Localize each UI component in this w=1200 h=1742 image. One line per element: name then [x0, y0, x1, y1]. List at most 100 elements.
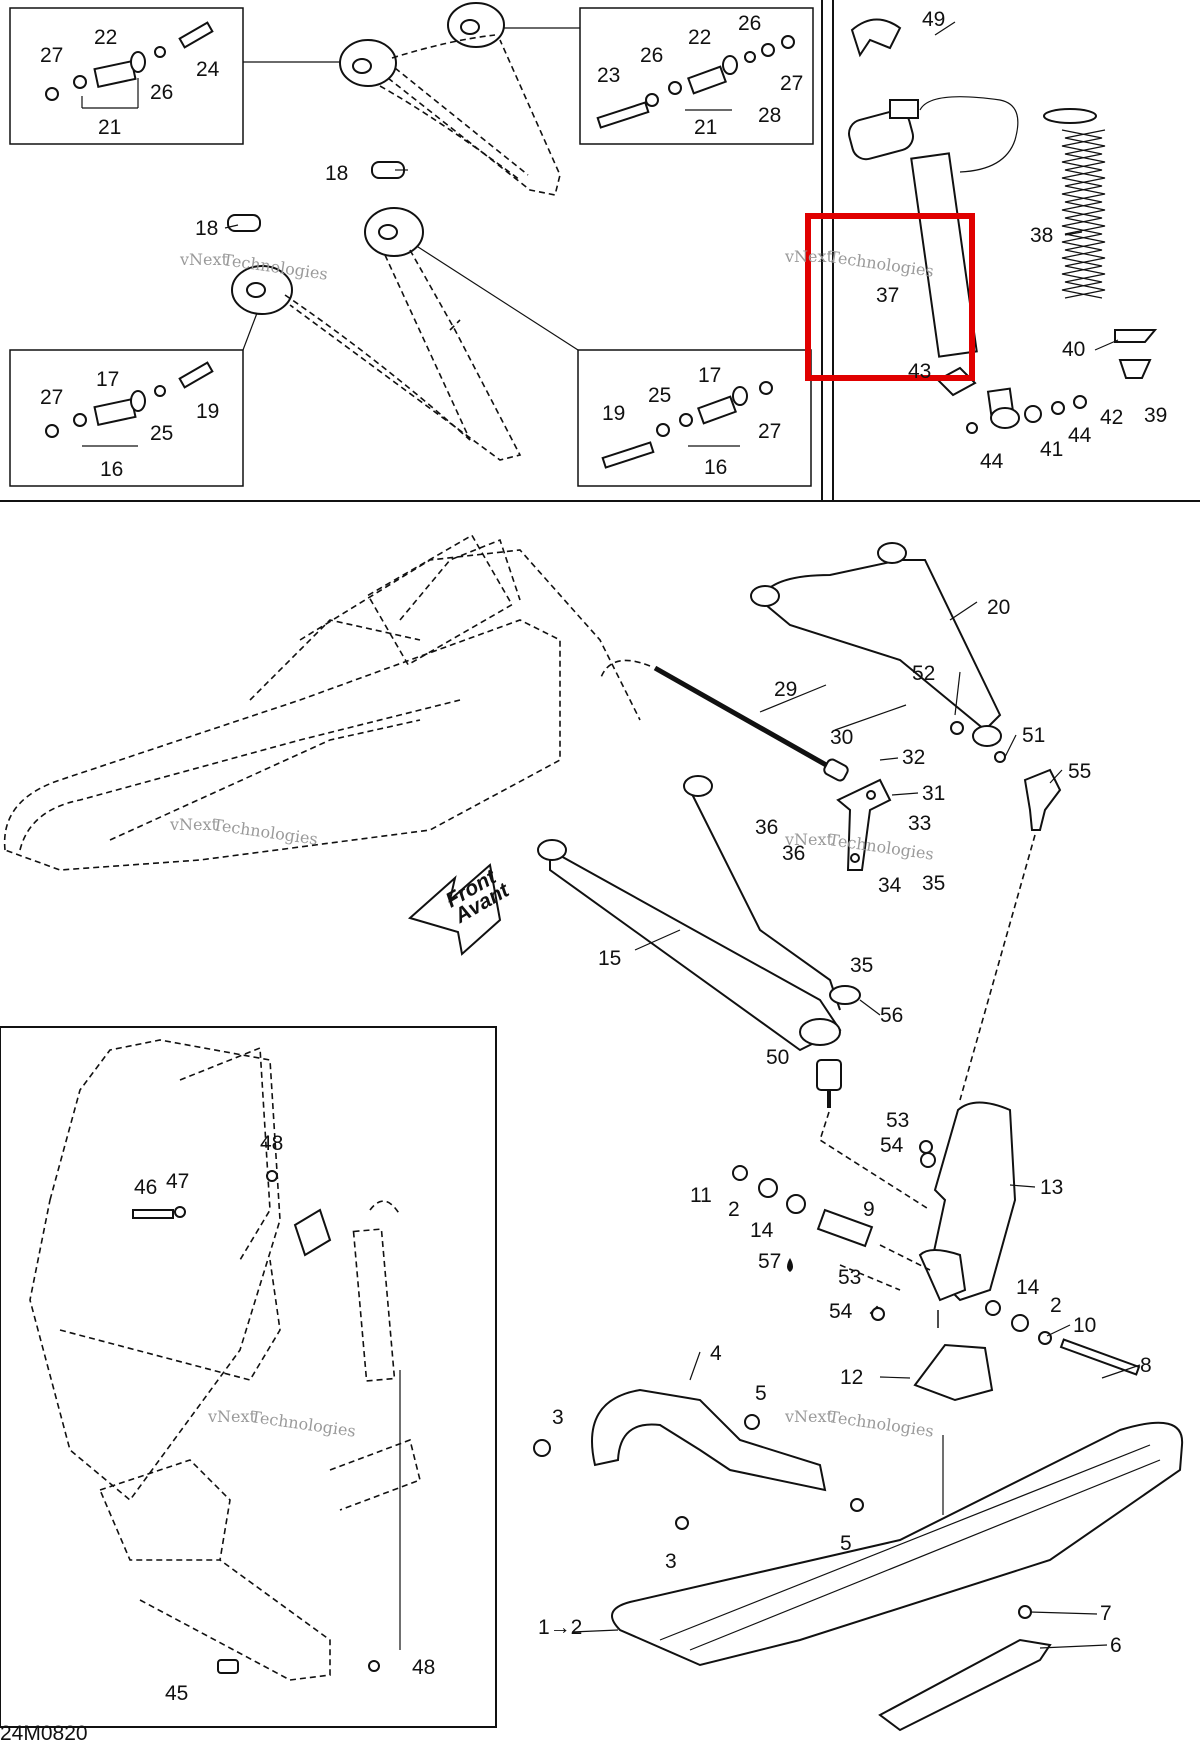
ski-handle-4: [533, 1388, 864, 1530]
callout-31: 31: [922, 782, 945, 805]
callout-25: 25: [150, 422, 173, 445]
ball-joint-parts: [816, 721, 1062, 1108]
callout-35: 35: [922, 872, 945, 895]
tie-rod-29: [599, 659, 849, 782]
inset-front-suspension-drawing: [29, 1039, 421, 1681]
callout-39: 39: [1144, 404, 1167, 427]
svg-text:vNext: vNext: [784, 247, 834, 266]
callout-36: 36: [782, 842, 805, 865]
callout-4: 4: [710, 1342, 722, 1365]
callout-53: 53: [838, 1266, 861, 1289]
svg-text:Technologies: Technologies: [827, 830, 935, 864]
callout-34: 34: [878, 874, 902, 897]
callout-48: 48: [412, 1656, 435, 1679]
callout-15: 15: [598, 947, 621, 970]
svg-text:Technologies: Technologies: [249, 1407, 357, 1441]
callout-22: 22: [688, 26, 711, 49]
callout-33: 33: [908, 812, 931, 835]
callout-48: 48: [260, 1132, 283, 1155]
callout-41: 41: [1040, 438, 1063, 461]
callout-labels: 27 22 24 26 21 26 22 26 27 23 28 21 18 1…: [0, 8, 1167, 1742]
spindle-13: [918, 1101, 1017, 1302]
callout-40: 40: [1062, 338, 1085, 361]
callout-26: 26: [738, 12, 761, 35]
callout-19: 19: [602, 402, 625, 425]
callout-27: 27: [780, 72, 803, 95]
callout-36: 36: [755, 816, 778, 839]
callout-2: 2: [1050, 1294, 1062, 1317]
callout-19: 19: [196, 400, 219, 423]
callout-18: 18: [195, 217, 218, 240]
callout-25: 25: [648, 384, 671, 407]
svg-text:vNext: vNext: [179, 250, 229, 269]
callout-22: 22: [94, 26, 117, 49]
callout-7: 7: [1100, 1602, 1112, 1625]
callout-30: 30: [830, 726, 853, 749]
box-bushing-kit-upper-right: [596, 35, 795, 129]
callout-2: 2: [728, 1198, 740, 1221]
callout-26: 26: [150, 81, 173, 104]
callout-5: 5: [755, 1382, 767, 1405]
callout-24: 24: [196, 58, 220, 81]
callout-29: 29: [774, 678, 797, 701]
callout-27: 27: [758, 420, 781, 443]
callout-38: 38: [1030, 224, 1053, 247]
box-bushing-kit-lower-left: [45, 361, 214, 447]
box-bushing-kit-lower-right: [601, 381, 773, 469]
callout-6: 6: [1110, 1634, 1122, 1657]
callout-42: 42: [1100, 406, 1123, 429]
callout-9: 9: [863, 1198, 875, 1221]
callout-32: 32: [902, 746, 925, 769]
callout-13: 13: [1040, 1176, 1063, 1199]
front-arrow: [407, 863, 502, 956]
callout-56: 56: [880, 1004, 903, 1027]
box-bushing-kit-upper-left: [45, 21, 214, 109]
steering-arm-31: [836, 778, 892, 871]
callout-28: 28: [758, 104, 781, 127]
spindle-hardware: [732, 1140, 1141, 1376]
callout-27: 27: [40, 44, 63, 67]
svg-text:Technologies: Technologies: [827, 1407, 935, 1441]
callout-45: 45: [165, 1682, 188, 1705]
callout-3: 3: [552, 1406, 564, 1429]
callout-14: 14: [1016, 1276, 1040, 1299]
shock-small-parts: [936, 329, 1158, 434]
callout-44: 44: [1068, 424, 1092, 447]
steering-dashes: [819, 834, 1036, 1211]
callout-12: 12: [840, 1366, 863, 1389]
callout-53: 53: [886, 1109, 909, 1132]
callout-57: 57: [758, 1250, 781, 1273]
callout-16: 16: [100, 458, 123, 481]
callout-20: 20: [987, 596, 1010, 619]
callout-3: 3: [665, 1550, 677, 1573]
drawing-code: 24M0820: [0, 1722, 88, 1742]
callout-54: 54: [880, 1134, 904, 1157]
callout-17: 17: [698, 364, 721, 387]
lower-a-arm-15: [537, 775, 861, 1052]
callout-44: 44: [980, 450, 1004, 473]
upper-a-arm-drawing: [339, 2, 561, 196]
callout-10: 10: [1073, 1314, 1096, 1337]
svg-text:vNext: vNext: [784, 1407, 834, 1426]
svg-text:vNext: vNext: [169, 815, 219, 834]
callout-8: 8: [1140, 1354, 1152, 1377]
callout-21: 21: [98, 116, 121, 139]
ski-runner-12: [913, 1343, 994, 1402]
callout-55: 55: [1068, 760, 1091, 783]
coil-spring-38: [1043, 108, 1106, 299]
upper-a-arm-20: [750, 542, 1002, 747]
svg-text:Technologies: Technologies: [827, 247, 935, 281]
callout-11: 11: [690, 1184, 712, 1207]
lower-a-arm-drawing: [231, 207, 522, 461]
callout-54: 54: [829, 1300, 853, 1323]
callout-21: 21: [694, 116, 717, 139]
leader-lines: [224, 21, 1141, 1649]
callout-26: 26: [640, 44, 663, 67]
callout-1-2: 1→2: [538, 1616, 582, 1639]
callout-18: 18: [325, 162, 348, 185]
callout-5: 5: [840, 1532, 852, 1555]
chassis-assembly-drawing: [3, 534, 641, 871]
callout-52: 52: [912, 662, 935, 685]
wear-bar-6: [878, 1605, 1052, 1732]
